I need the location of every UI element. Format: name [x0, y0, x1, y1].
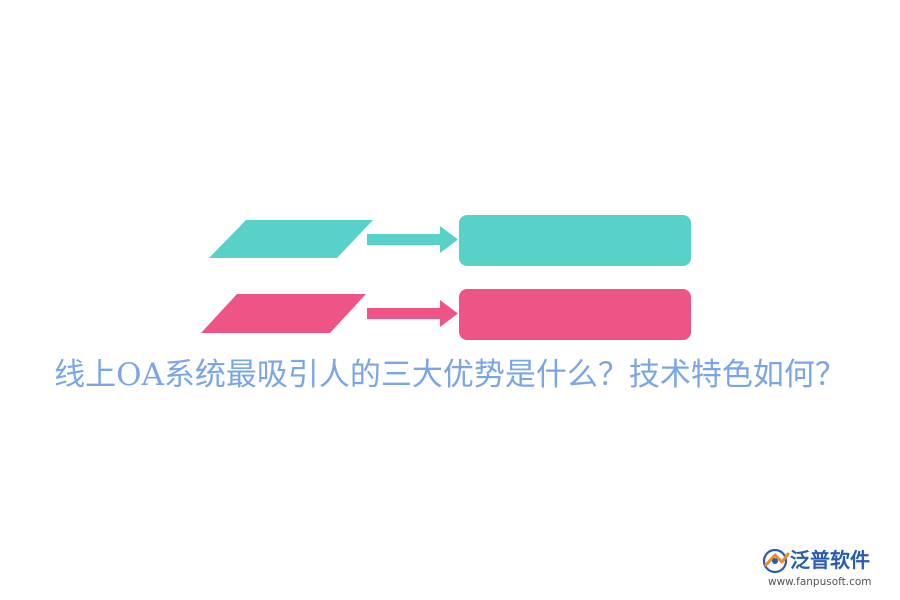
- brand-watermark: 泛普软件 www.fanpusoft.com: [760, 546, 888, 590]
- input-parallelogram-pink: [201, 294, 366, 333]
- fanpu-logo-icon: [762, 548, 790, 574]
- brand-name: 泛普软件: [790, 548, 870, 572]
- flow-row-2: [201, 289, 691, 340]
- input-parallelogram-teal: [209, 220, 373, 258]
- arrow-right-icon: [367, 226, 458, 253]
- flow-row-1: [209, 215, 691, 266]
- output-box-teal: [459, 215, 691, 266]
- arrow-right-icon: [367, 300, 458, 327]
- output-box-pink: [459, 289, 691, 340]
- brand-url: www.fanpusoft.com: [768, 576, 872, 588]
- page-title: 线上OA系统最吸引人的三大优势是什么？技术特色如何？: [54, 357, 846, 393]
